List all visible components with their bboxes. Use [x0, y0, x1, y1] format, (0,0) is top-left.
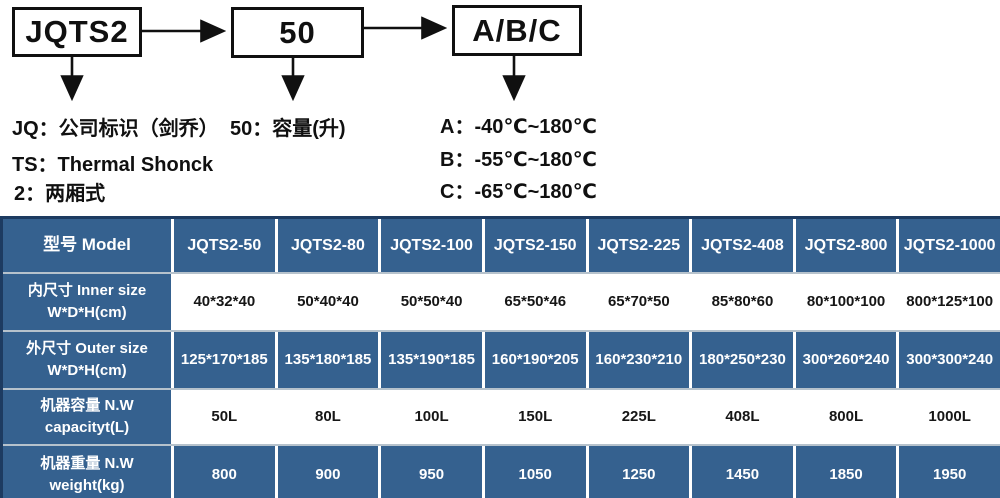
spec-cell: 50*50*40 [381, 274, 482, 330]
row-label-line1: 内尺寸 Inner size [27, 282, 147, 300]
spec-cell: 800*125*100 [899, 274, 1000, 330]
capacity-box: 50 [231, 7, 364, 58]
row-label-outer-size: 外尺寸 Outer size W*D*H(cm) [3, 332, 171, 388]
table-row-weight: 机器重量 N.W weight(kg) 800 900 950 1050 125… [3, 446, 1000, 498]
spec-cell: 50*40*40 [277, 274, 379, 330]
spec-cell: 300*260*240 [795, 332, 897, 388]
spec-cell: 800 [174, 446, 275, 498]
spec-cell: 125*170*185 [174, 332, 275, 388]
table-row-capacity: 机器容量 N.W capacityt(L) 50L 80L 100L 150L … [3, 390, 1000, 444]
model-nomenclature-diagram: JQTS2 50 A/B/C JQ：公司标识（剑乔） TS：Thermal Sh… [0, 0, 1000, 216]
table-row-inner-size: 内尺寸 Inner size W*D*H(cm) 40*32*40 50*40*… [3, 274, 1000, 330]
row-label-inner-size: 内尺寸 Inner size W*D*H(cm) [3, 274, 171, 330]
row-label-line2: W*D*H(cm) [47, 304, 127, 321]
row-label-line1: 机器容量 N.W [40, 397, 134, 415]
row-label-line1: 机器重量 N.W [40, 455, 134, 473]
spec-cell: 135*190*185 [381, 332, 482, 388]
spec-cell: 85*80*60 [692, 274, 793, 330]
spec-cell: 1450 [692, 446, 793, 498]
model-header-cell: JQTS2-150 [484, 219, 586, 272]
header-model-label: 型号 Model [3, 219, 171, 272]
spec-cell: 65*70*50 [588, 274, 690, 330]
spec-cell: 1850 [795, 446, 897, 498]
note-temp-grade-b: B：-55℃~180℃ [440, 149, 597, 171]
spec-cell: 1000L [899, 390, 1000, 444]
spec-cell: 150L [484, 390, 586, 444]
spec-cell: 40*32*40 [174, 274, 275, 330]
spec-cell: 160*230*210 [588, 332, 690, 388]
row-label-line2: weight(kg) [49, 477, 125, 494]
row-label-line1: 外尺寸 Outer size [26, 340, 148, 358]
table-header-row: 型号 Model JQTS2-50 JQTS2-80 JQTS2-100 JQT… [3, 219, 1000, 272]
model-header-cell: JQTS2-800 [795, 219, 897, 272]
spec-cell: 100L [381, 390, 482, 444]
spec-cell: 1250 [588, 446, 690, 498]
spec-cell: 160*190*205 [484, 332, 586, 388]
temp-grade-box: A/B/C [452, 5, 582, 56]
spec-cell: 65*50*46 [484, 274, 586, 330]
model-header-cell: JQTS2-225 [588, 219, 690, 272]
model-header-cell: JQTS2-408 [692, 219, 793, 272]
row-label-capacity: 机器容量 N.W capacityt(L) [3, 390, 171, 444]
row-label-line2: capacityt(L) [44, 419, 130, 436]
spec-cell: 80*100*100 [795, 274, 897, 330]
row-label-weight: 机器重量 N.W weight(kg) [3, 446, 171, 498]
spec-cell: 50L [174, 390, 275, 444]
spec-cell: 300*300*240 [899, 332, 1000, 388]
spec-cell: 900 [277, 446, 379, 498]
model-header-cell: JQTS2-1000 [899, 219, 1000, 272]
note-temp-grade-a: A：-40℃~180℃ [440, 116, 597, 138]
model-header-cell: JQTS2-50 [174, 219, 275, 272]
spec-table: 型号 Model JQTS2-50 JQTS2-80 JQTS2-100 JQT… [0, 216, 1000, 498]
diagram-arrows [60, 16, 526, 102]
spec-cell: 1950 [899, 446, 1000, 498]
spec-cell: 135*180*185 [277, 332, 379, 388]
row-label-line2: W*D*H(cm) [47, 362, 127, 379]
spec-cell: 225L [588, 390, 690, 444]
note-company-id: JQ：公司标识（剑乔） [12, 118, 219, 140]
model-prefix-box: JQTS2 [12, 7, 142, 57]
model-header-cell: JQTS2-80 [277, 219, 379, 272]
table-row-outer-size: 外尺寸 Outer size W*D*H(cm) 125*170*185 135… [3, 332, 1000, 388]
spec-cell: 800L [795, 390, 897, 444]
model-header-cell: JQTS2-100 [381, 219, 482, 272]
spec-cell: 1050 [484, 446, 586, 498]
note-thermal-shock: TS：Thermal Shonck [12, 154, 214, 176]
note-capacity-liters: 50：容量(升) [230, 118, 346, 140]
note-two-zone: 2：两厢式 [14, 183, 106, 205]
spec-cell: 180*250*230 [692, 332, 793, 388]
spec-cell: 80L [277, 390, 379, 444]
spec-cell: 408L [692, 390, 793, 444]
spec-cell: 950 [381, 446, 482, 498]
note-temp-grade-c: C：-65℃~180℃ [440, 181, 597, 203]
